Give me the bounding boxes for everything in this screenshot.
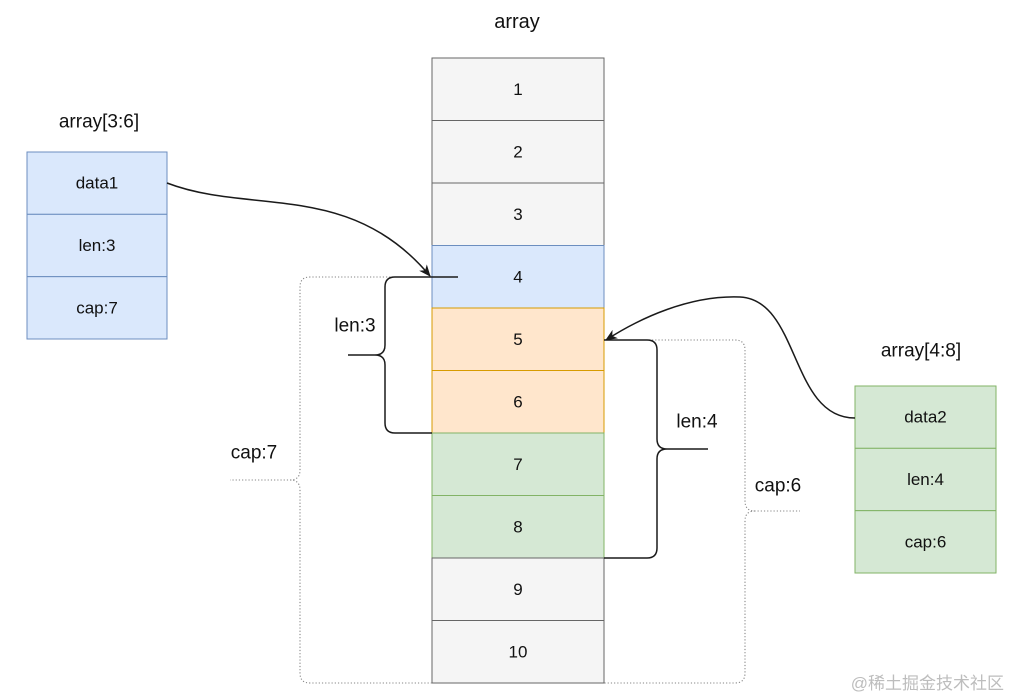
array-cell-10: 10 (431, 620, 605, 684)
slice-a-cap-brace (230, 276, 432, 684)
slice-b-len-label: len:4 (907, 470, 944, 489)
slice-a-data-row (26, 151, 168, 215)
slice-header-a: array[3:6] data1 len:3 cap:7 (26, 112, 168, 340)
slice-b-cap-brace (604, 339, 800, 684)
array-cell-2: 2 (431, 120, 605, 184)
array-cell-value: 10 (509, 642, 528, 661)
slice-b-data-label: data2 (904, 408, 947, 427)
slice-a-cap-row (26, 276, 168, 340)
array-cell-box (431, 620, 605, 684)
array-cell-8: 8 (431, 495, 605, 559)
array-cell-box (431, 182, 605, 246)
slice-a-cap-label: cap:7 (76, 298, 118, 317)
array-cell-box (431, 57, 605, 121)
slice-b-title: array[4:8] (881, 341, 961, 362)
slice-a-data-label: data1 (76, 174, 119, 193)
array-cell-box (431, 495, 605, 559)
array-cell-value: 4 (513, 267, 522, 286)
array-cell-6: 6 (431, 370, 605, 434)
slice-b-len-row (854, 447, 997, 512)
array-cell-value: 5 (513, 330, 522, 349)
array-cell-value: 9 (513, 580, 522, 599)
array-cell-value: 7 (513, 455, 522, 474)
slice-a-len-brace (348, 276, 458, 434)
array-cell-value: 3 (513, 205, 522, 224)
array-cell-value: 2 (513, 142, 522, 161)
array-cell-5: 5 (431, 307, 605, 371)
array-cell-4: 4 (431, 245, 605, 309)
slice-a-len-row (26, 213, 168, 278)
slice-b-cap-brace-label: cap:6 (755, 476, 801, 497)
slice-b-len-brace (604, 339, 708, 559)
array-cell-value: 8 (513, 517, 522, 536)
array-cell-9: 9 (431, 557, 605, 621)
array-title: array (494, 11, 540, 33)
slice-b-cap-row (854, 510, 997, 574)
slice-header-b: array[4:8] data2 len:4 cap:6 (854, 341, 997, 574)
array-cell-7: 7 (431, 432, 605, 496)
array-cell-1: 1 (431, 57, 605, 121)
slice-b-data-pointer-arrow (605, 296, 856, 419)
slice-b-data-row (854, 385, 997, 449)
slice-b-len-brace-label: len:4 (676, 412, 718, 433)
array-cell-3: 3 (431, 182, 605, 246)
slice-a-data-pointer-arrow (166, 182, 431, 277)
array-cell-box (431, 120, 605, 184)
array-cell-box (431, 245, 605, 309)
slice-a-cap-brace-label: cap:7 (231, 443, 277, 464)
array-column: 1 2 3 4 5 6 7 8 (431, 57, 605, 684)
slice-a-len-brace-label: len:3 (334, 316, 375, 337)
array-cell-box (431, 557, 605, 621)
watermark-text: @稀土掘金技术社区 (851, 674, 1004, 693)
slice-a-title: array[3:6] (59, 112, 139, 133)
array-cell-value: 1 (513, 80, 522, 99)
slice-b-cap-label: cap:6 (905, 532, 947, 551)
array-cell-value: 6 (513, 392, 522, 411)
slice-a-len-label: len:3 (79, 236, 116, 255)
